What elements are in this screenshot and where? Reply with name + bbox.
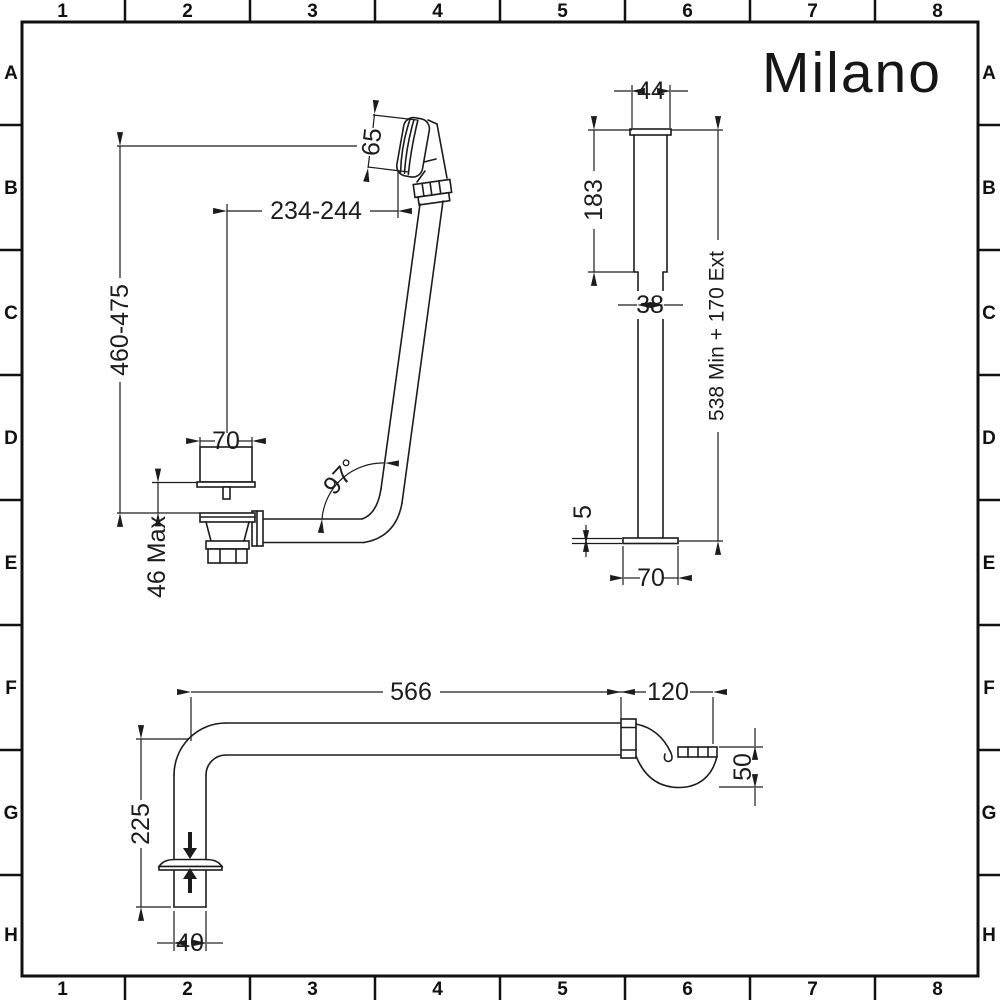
trap-body <box>620 718 718 789</box>
row-label: G <box>4 803 19 824</box>
side-view-dimensions <box>116 99 412 534</box>
side-view-drawing: 460-475 234-244 46 Max 70 65 97° <box>106 99 453 598</box>
row-label: F <box>983 678 995 699</box>
row-label: H <box>4 925 18 946</box>
col-label: 5 <box>557 1 568 22</box>
col-label: 5 <box>557 979 568 1000</box>
dim-plug-cap-width-label: 70 <box>212 427 240 455</box>
col-label: 7 <box>807 979 818 1000</box>
dim-trap-length-label: 120 <box>647 678 689 706</box>
trap-view-extension-lines <box>136 697 763 951</box>
col-label: 8 <box>932 979 943 1000</box>
riser-view-dimensions <box>582 87 722 582</box>
trap-view-drawing: 566 120 225 40 50 <box>127 678 763 957</box>
dim-tail-length-label: 225 <box>127 803 155 845</box>
row-label: D <box>4 428 18 449</box>
row-label: D <box>982 428 996 449</box>
row-label: C <box>4 303 18 324</box>
waste-connector-nut <box>251 510 264 547</box>
col-label: 2 <box>182 979 193 1000</box>
overflow-elbow <box>416 119 448 183</box>
row-label: B <box>4 178 18 199</box>
riser-view-drawing: 44 183 38 538 Min + 170 Ext 5 70 <box>569 77 729 592</box>
row-label: A <box>982 63 996 84</box>
dim-tail-width-label: 40 <box>176 929 204 957</box>
bath-flange-washer <box>157 858 224 871</box>
row-label: F <box>5 678 17 699</box>
col-label: 8 <box>932 1 943 22</box>
riser-nut <box>412 178 453 206</box>
dim-flange-width-label: 70 <box>637 564 665 592</box>
frame-column-labels: 1 2 3 4 5 6 7 8 1 2 3 4 5 6 7 8 <box>57 1 943 1000</box>
dim-overall-length-label: 538 Min + 170 Ext <box>706 251 729 421</box>
dim-flange-thickness-label: 5 <box>569 505 597 519</box>
col-label: 1 <box>57 979 68 1000</box>
row-label: A <box>4 63 18 84</box>
row-label: B <box>982 178 996 199</box>
brand-logo: Milano <box>762 41 942 105</box>
row-label: E <box>5 553 18 574</box>
riser-tube <box>622 128 679 545</box>
dim-plug-to-riser-label: 234-244 <box>270 197 362 225</box>
row-label: H <box>982 925 996 946</box>
dim-outlet-drop-label: 50 <box>729 753 757 781</box>
bath-plug <box>196 446 256 500</box>
col-label: 1 <box>57 1 68 22</box>
overflow-head <box>395 116 431 178</box>
riser-pipe <box>262 200 444 544</box>
dim-upper-tube-length-label: 183 <box>580 179 608 221</box>
col-label: 6 <box>682 1 693 22</box>
col-label: 3 <box>307 979 318 1000</box>
waste-pipe-run <box>173 722 622 908</box>
waste-body <box>199 512 256 564</box>
dim-tube-width-label: 38 <box>636 291 664 319</box>
clamp-arrow-up <box>183 868 197 893</box>
clamp-arrow-down <box>183 832 197 859</box>
dim-overflow-head-label: 65 <box>357 127 388 158</box>
dim-horizontal-run-label: 566 <box>390 678 432 706</box>
side-view-extension-lines <box>117 114 418 514</box>
dim-riser-angle-label: 97° <box>318 454 364 501</box>
row-label: C <box>982 303 996 324</box>
dim-plug-height-label: 46 Max <box>143 516 171 598</box>
col-label: 6 <box>682 979 693 1000</box>
col-label: 3 <box>307 1 318 22</box>
col-label: 2 <box>182 1 193 22</box>
dim-overall-height-label: 460-475 <box>106 284 134 376</box>
col-label: 4 <box>432 979 443 1000</box>
col-label: 7 <box>807 1 818 22</box>
frame-row-labels: A B C D E F G H A B C D E F G H <box>4 63 997 946</box>
dim-collar-width-label: 44 <box>637 77 665 105</box>
col-label: 4 <box>432 1 443 22</box>
row-label: G <box>982 803 997 824</box>
trap-view-dimensions <box>137 688 759 947</box>
row-label: E <box>983 553 996 574</box>
